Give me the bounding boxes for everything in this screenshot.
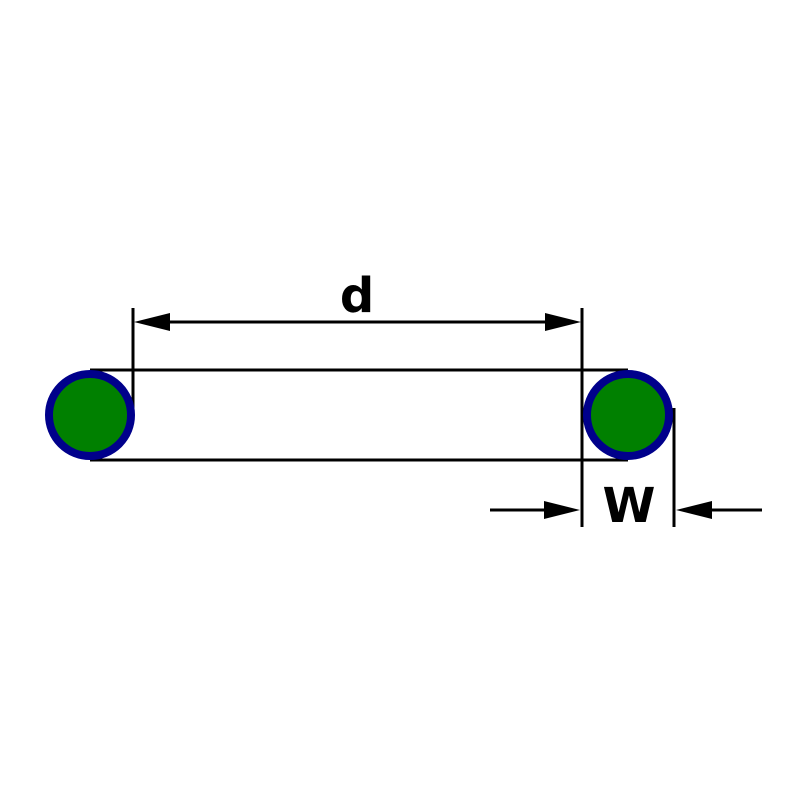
w-arrowhead-left: [544, 501, 580, 519]
d-arrowhead-left: [134, 313, 170, 331]
oring-cross-section-left: [45, 370, 135, 460]
d-arrowhead-right: [545, 313, 581, 331]
inner-diameter-label: d: [340, 268, 374, 324]
cross-section-width-label: W: [603, 478, 656, 534]
w-arrowhead-right: [676, 501, 712, 519]
oring-cross-section-right: [583, 370, 673, 460]
